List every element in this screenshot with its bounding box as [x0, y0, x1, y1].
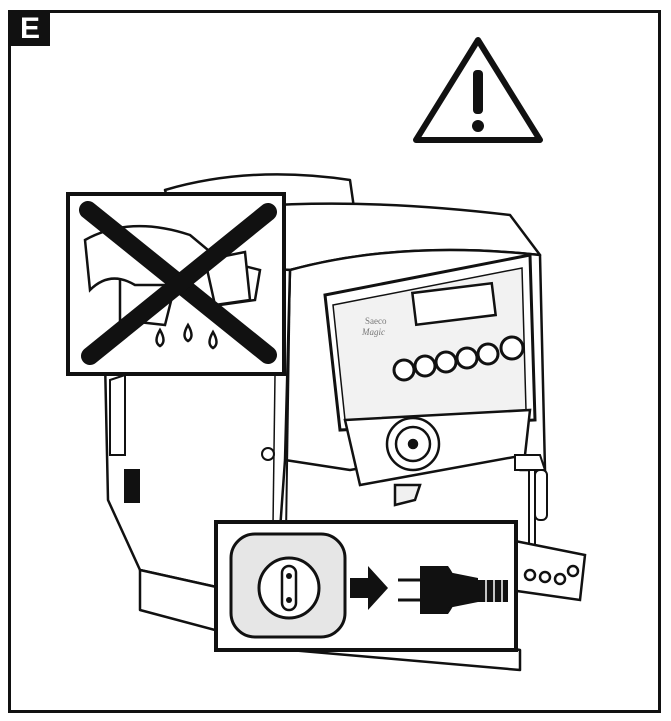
svg-text:Magic: Magic [361, 327, 385, 337]
drip-tray [508, 538, 587, 602]
button-6 [499, 335, 525, 361]
unplug-power-cord-icon [214, 520, 518, 652]
button-4 [455, 346, 479, 370]
warning-triangle-icon [413, 37, 543, 143]
brand-logo: Saeco Magic [361, 316, 387, 337]
button-5 [476, 342, 500, 366]
button-1 [392, 358, 416, 382]
section-label: E [10, 12, 50, 46]
button-3 [434, 350, 458, 374]
svg-text:Saeco: Saeco [365, 316, 387, 326]
control-buttons [392, 335, 525, 382]
side-knob [261, 447, 275, 461]
no-water-pour-icon [66, 192, 286, 376]
dispenser-area [343, 408, 532, 507]
water-tank-window [109, 373, 140, 503]
button-2 [413, 354, 437, 378]
